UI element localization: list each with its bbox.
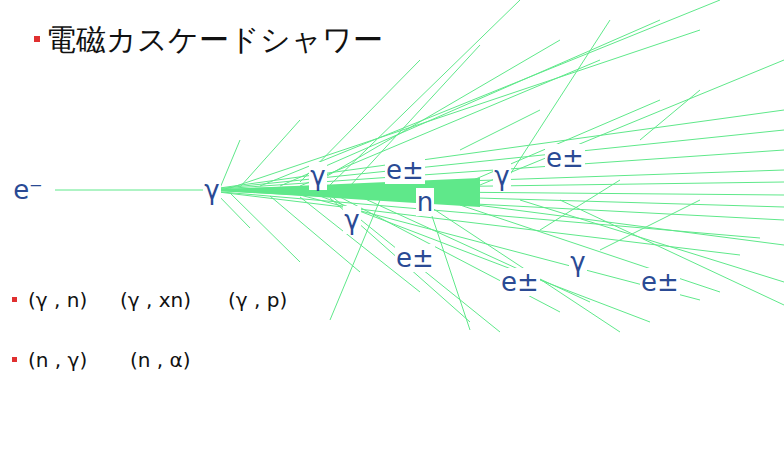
particle-label: γ: [309, 162, 326, 191]
reaction-label: (γ , xn): [120, 289, 191, 311]
reaction-label: (n , γ): [28, 349, 87, 371]
particle-label: γ: [343, 206, 360, 235]
particle-label: γ: [569, 248, 586, 277]
particle-label: e±: [395, 244, 435, 273]
particle-label: γ: [203, 176, 220, 205]
reaction-label: (γ , p): [228, 289, 287, 311]
slide-title: 電磁カスケードシャワー: [46, 23, 383, 56]
reaction-label: (n , α): [130, 349, 191, 371]
particle-label: e±: [500, 268, 540, 297]
particle-label: e⁻: [12, 176, 44, 205]
particle-label: γ: [493, 162, 510, 191]
particle-label: e±: [385, 156, 425, 185]
particle-label: n: [416, 188, 434, 217]
reaction-label: (γ , n): [28, 289, 87, 311]
particle-label: e±: [640, 268, 680, 297]
particle-label: e±: [545, 144, 585, 173]
